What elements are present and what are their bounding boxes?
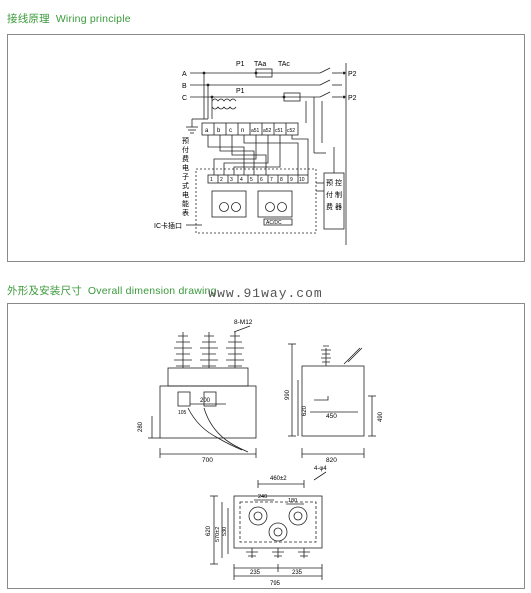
front-small-label: 105 bbox=[178, 410, 187, 416]
tac-label: TAc bbox=[278, 61, 290, 68]
meter-label-char-2: 付 bbox=[182, 145, 189, 154]
plan-spacing-a: 235 bbox=[250, 570, 261, 576]
plan-top-width: 460±2 bbox=[270, 476, 287, 482]
phase-label-c: C bbox=[182, 95, 187, 102]
module-number-2: 2 bbox=[220, 177, 223, 183]
plan-height-inner: 570±2 bbox=[215, 527, 221, 542]
terminal-n: n bbox=[241, 128, 244, 134]
plan-spacing-mid: 180 bbox=[288, 498, 297, 504]
p2-label-top: P2 bbox=[348, 71, 357, 78]
meter-label-char-8: 能 bbox=[182, 199, 189, 208]
phase-label-b: B bbox=[182, 83, 187, 90]
meter-label-char-4: 电 bbox=[182, 163, 189, 172]
wiring-diagram-frame: A B C P1 P1 TAa TAc P2 P2 a b c n a51 a5… bbox=[7, 34, 525, 262]
watermark-text: www.91way.com bbox=[208, 286, 323, 301]
controller-label-char-2: 控 bbox=[335, 178, 342, 187]
plan-spacing-top: 240 bbox=[258, 494, 267, 500]
controller-label-char-1: 预 bbox=[326, 178, 333, 187]
module-number-6: 6 bbox=[260, 177, 263, 183]
wiring-title-cn: 接线原理 bbox=[7, 13, 50, 25]
dimension-section-title: 外形及安装尺寸 Overall dimension drawing bbox=[7, 283, 217, 298]
wiring-section-title: 接线原理 Wiring principle bbox=[7, 11, 131, 26]
side-height-total: 990 bbox=[285, 389, 291, 400]
front-body bbox=[159, 385, 257, 439]
meter-label-char-1: 预 bbox=[182, 136, 189, 145]
plan-height-outer: 620 bbox=[206, 525, 212, 536]
dimension-drawing: 8-M12 200 280 700 105 990 620 450 820 49… bbox=[138, 319, 384, 587]
ic-card-label: IC卡插口 bbox=[154, 221, 182, 230]
side-width-top: 450 bbox=[326, 413, 337, 420]
module-number-9: 9 bbox=[290, 177, 293, 183]
module-number-8: 8 bbox=[280, 177, 283, 183]
dimension-title-cn: 外形及安装尺寸 bbox=[7, 285, 82, 297]
front-top-frame bbox=[167, 367, 249, 387]
phase-label-a: A bbox=[182, 71, 187, 78]
module-number-7: 7 bbox=[270, 177, 273, 183]
p1-label-top: P1 bbox=[236, 61, 245, 68]
front-insulators bbox=[174, 332, 244, 368]
side-height-body: 620 bbox=[302, 405, 308, 416]
meter-label-char-5: 子 bbox=[182, 173, 189, 181]
acdc-label: AC/DC bbox=[266, 220, 282, 226]
terminal-a: a bbox=[205, 128, 209, 134]
wiring-diagram: A B C P1 P1 TAa TAc P2 P2 a b c n a51 a5… bbox=[154, 61, 357, 245]
front-inner-width: 200 bbox=[200, 398, 211, 404]
side-height-right: 490 bbox=[378, 411, 384, 422]
controller-label-char-4: 制 bbox=[335, 190, 342, 199]
meter-label-char-7: 电 bbox=[182, 190, 189, 199]
meter-label-char-3: 费 bbox=[182, 154, 189, 163]
p2-label-bottom: P2 bbox=[348, 95, 357, 102]
module-number-1: 1 bbox=[210, 177, 213, 183]
dimension-drawing-frame: 8-M12 200 280 700 105 990 620 450 820 49… bbox=[7, 303, 525, 589]
controller-label-char-6: 器 bbox=[335, 203, 342, 211]
p1-label-mid: P1 bbox=[236, 88, 245, 95]
controller-label-char-3: 付 bbox=[326, 190, 333, 199]
controller-label-char-5: 费 bbox=[326, 202, 333, 211]
module-number-3: 3 bbox=[230, 177, 233, 183]
wiring-title-en: Wiring principle bbox=[55, 13, 131, 25]
module-number-4: 4 bbox=[240, 177, 243, 183]
terminal-c51: c51 bbox=[275, 128, 283, 134]
terminal-b: b bbox=[217, 128, 221, 134]
terminal-a52: a52 bbox=[263, 128, 272, 134]
plan-hole-label: 4-φ4 bbox=[314, 466, 327, 472]
plan-height-inner2: 530 bbox=[222, 527, 228, 536]
meter-label-char-9: 表 bbox=[182, 208, 189, 217]
plan-body bbox=[233, 495, 323, 549]
front-width: 700 bbox=[202, 457, 213, 464]
plan-width-bottom: 795 bbox=[270, 581, 281, 587]
terminal-c: c bbox=[229, 128, 232, 134]
front-bolt-label: 8-M12 bbox=[234, 319, 253, 326]
plan-spacing-b: 235 bbox=[292, 570, 303, 576]
meter-label-char-6: 式 bbox=[182, 181, 189, 190]
terminal-c52: c52 bbox=[287, 128, 295, 134]
dimension-title-en: Overall dimension drawing bbox=[87, 285, 217, 297]
side-depth: 820 bbox=[326, 457, 337, 464]
module-number-10: 10 bbox=[299, 177, 305, 183]
front-height-left: 280 bbox=[138, 421, 144, 432]
terminal-a51: a51 bbox=[251, 128, 260, 134]
side-body bbox=[301, 365, 365, 437]
taa-label: TAa bbox=[254, 61, 266, 68]
module-number-5: 5 bbox=[250, 177, 253, 183]
